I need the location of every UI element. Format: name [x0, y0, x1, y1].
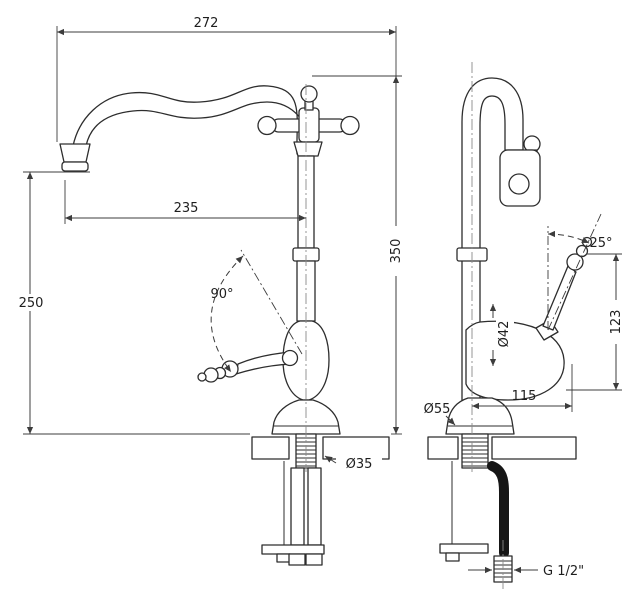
dimension-depth: 115 — [472, 364, 573, 412]
dim-label-hole-diameter: Ø35 — [346, 457, 373, 472]
dimension-top-width: 272 — [56, 16, 397, 142]
dim-label-spout-reach: 235 — [174, 201, 199, 216]
spout-aerator — [59, 143, 91, 163]
dimension-spout-reach: 235 — [64, 180, 306, 224]
dimension-handle-height: 123 — [566, 253, 624, 391]
dim-label-swivel-angle: 90° — [210, 287, 233, 302]
dim-label-handle-height: 123 — [609, 310, 624, 335]
dimension-body-diameter: Ø42 — [489, 304, 514, 366]
dimension-overall-height: 350 — [312, 75, 404, 435]
countertop-side — [427, 436, 577, 460]
supply-hose-left — [290, 467, 305, 546]
supply-hose-right — [307, 467, 322, 546]
cross-handle-side — [499, 135, 541, 207]
base-flange-side — [445, 397, 515, 435]
dimension-swivel-angle: 90° — [210, 249, 303, 373]
dimension-base-diameter: Ø55 — [424, 402, 456, 426]
dim-label-base-diameter: Ø55 — [424, 402, 451, 417]
dim-label-handle-angle: 25° — [589, 236, 612, 251]
dim-label-left-height: 250 — [19, 296, 44, 311]
countertop-front — [251, 436, 390, 460]
dim-label-overall-height: 350 — [389, 239, 404, 264]
dimension-left-height: 250 — [12, 171, 250, 435]
cross-handle — [257, 85, 360, 157]
dim-label-body-diameter: Ø42 — [497, 321, 512, 348]
lever-handle — [197, 349, 299, 383]
black-supply-hose — [487, 461, 509, 558]
centerlines — [305, 62, 504, 592]
mounting-shank-side — [461, 433, 489, 469]
dim-label-depth: 115 — [512, 389, 537, 404]
spout-aerator-band — [61, 161, 89, 172]
dimension-thread: G 1/2" — [468, 564, 584, 579]
mounting-hardware-front — [261, 461, 325, 566]
dimension-hole-diameter: Ø35 — [324, 455, 382, 472]
dim-label-top-width: 272 — [194, 16, 219, 31]
side-view — [427, 77, 593, 583]
dimensions: 272 235 250 350 90° — [12, 16, 624, 579]
front-view — [59, 85, 390, 566]
mounting-hardware-side — [439, 461, 489, 562]
dim-label-thread: G 1/2" — [543, 564, 584, 579]
dimension-handle-angle: 25° — [547, 213, 613, 331]
